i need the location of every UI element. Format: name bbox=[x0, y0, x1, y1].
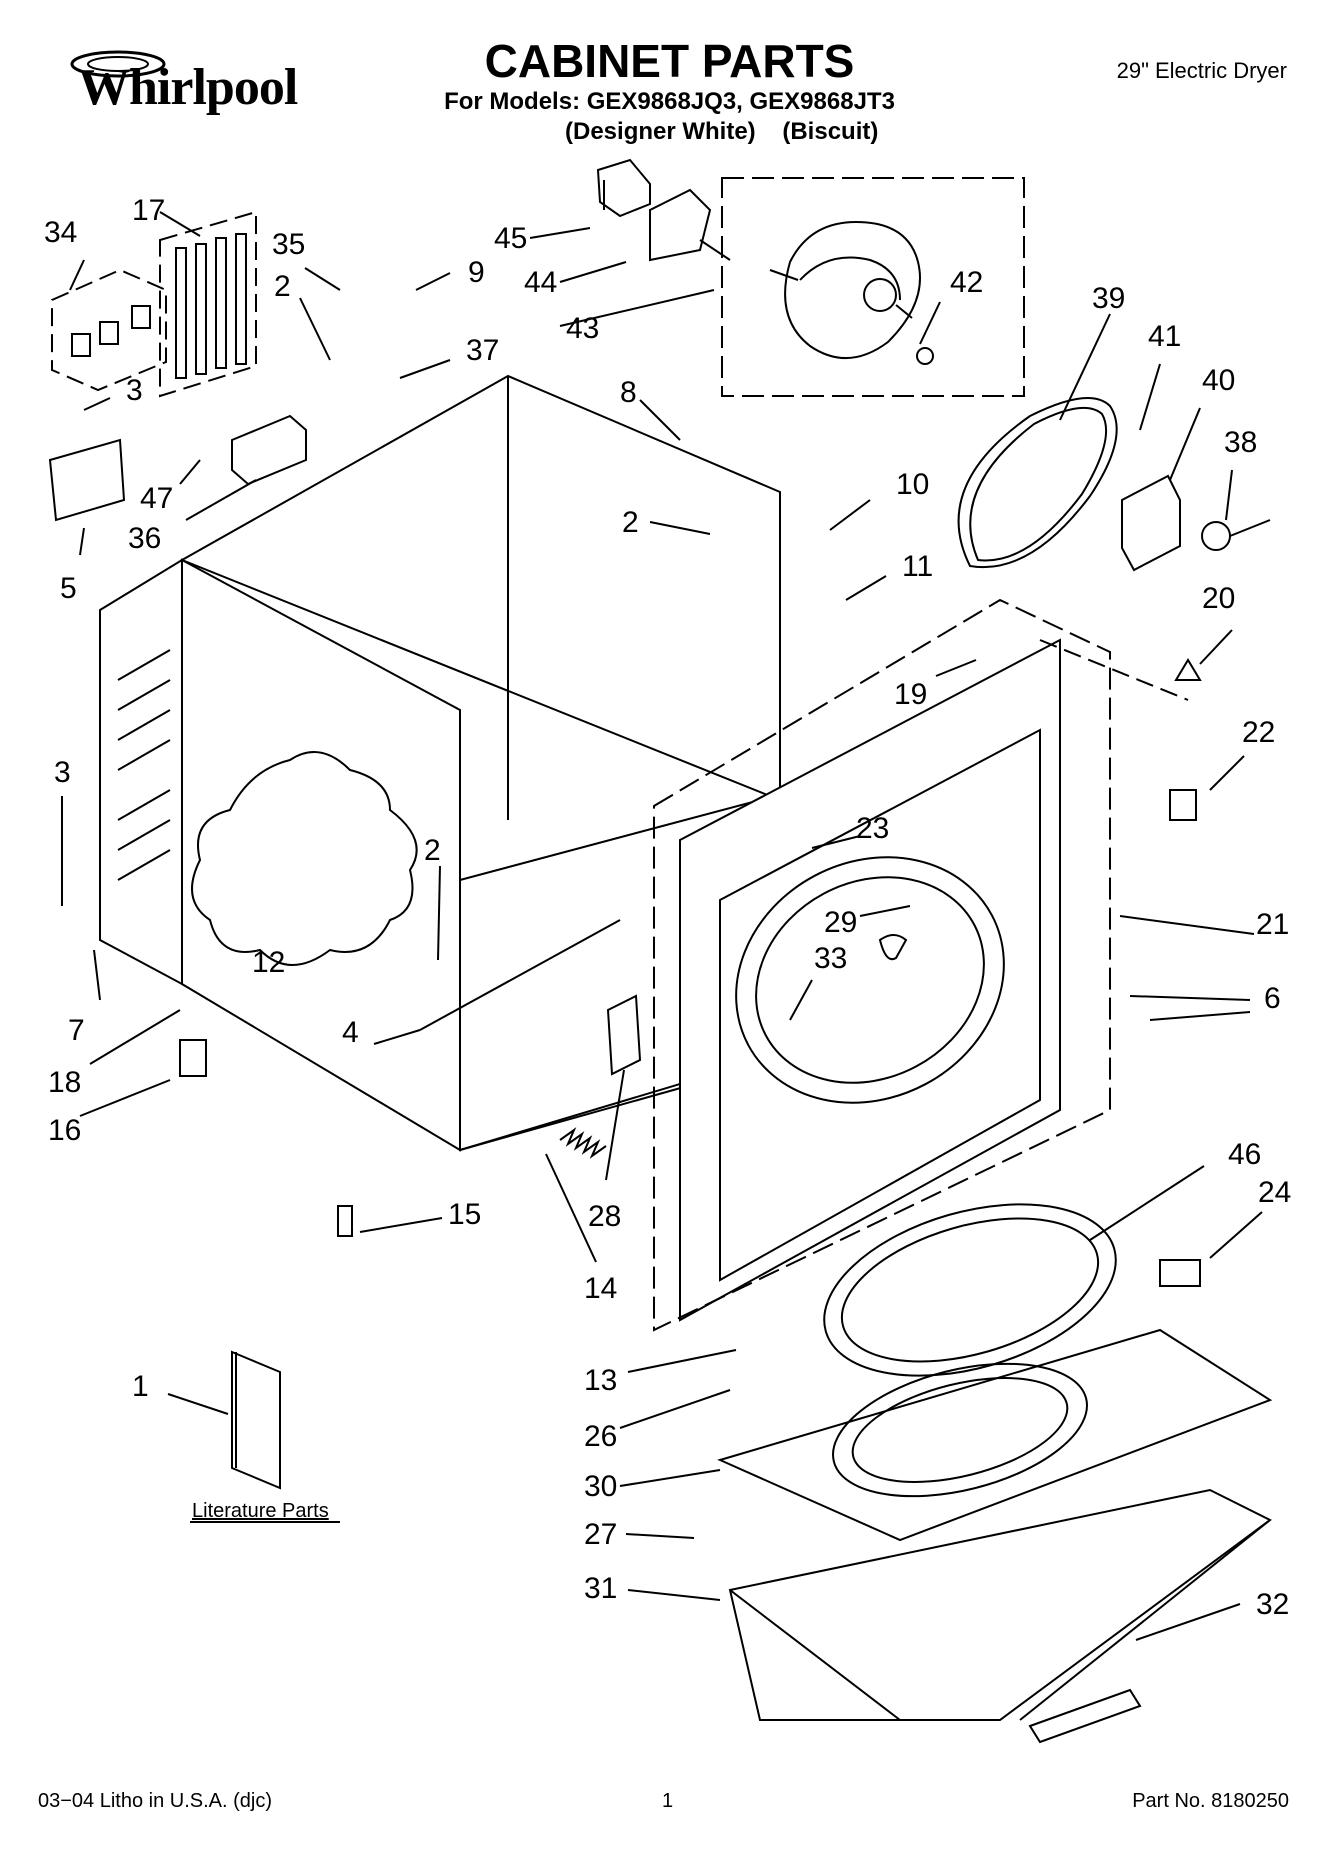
callout-26: 26 bbox=[584, 1420, 618, 1453]
product-type: 29" Electric Dryer bbox=[1116, 58, 1287, 83]
callout-24: 24 bbox=[1258, 1176, 1292, 1209]
model-list: For Models: GEX9868JQ3, GEX9868JT3 bbox=[444, 88, 895, 115]
callout-41: 41 bbox=[1148, 320, 1182, 353]
callout-5: 5 bbox=[60, 572, 77, 605]
callout-45: 45 bbox=[494, 222, 528, 255]
callout-43: 43 bbox=[566, 312, 600, 345]
callout-44: 44 bbox=[524, 266, 558, 299]
callout-2c: 2 bbox=[424, 834, 441, 867]
callout-40: 40 bbox=[1202, 364, 1236, 397]
footer-print-info: 03−04 Litho in U.S.A. (djc) bbox=[38, 1790, 273, 1812]
callout-35: 35 bbox=[272, 228, 306, 261]
callout-3: 3 bbox=[126, 374, 143, 407]
callout-18: 18 bbox=[48, 1066, 82, 1099]
callout-14: 14 bbox=[584, 1272, 618, 1305]
callout-21: 21 bbox=[1256, 908, 1290, 941]
callout-34: 34 bbox=[44, 216, 78, 249]
footer-page-number: 1 bbox=[662, 1790, 674, 1812]
callout-23: 23 bbox=[856, 812, 890, 845]
callout-1: 1 bbox=[132, 1370, 149, 1403]
page-title: CABINET PARTS bbox=[484, 35, 855, 87]
callout-9: 9 bbox=[468, 256, 485, 289]
callout-3b: 3 bbox=[54, 756, 71, 789]
callout-15: 15 bbox=[448, 1198, 482, 1231]
callout-30: 30 bbox=[584, 1470, 618, 1503]
callout-2: 2 bbox=[274, 270, 291, 303]
callout-29: 29 bbox=[824, 906, 858, 939]
callout-27: 27 bbox=[584, 1518, 618, 1551]
callout-37: 37 bbox=[466, 334, 500, 367]
callout-4: 4 bbox=[342, 1016, 359, 1049]
callout-32: 32 bbox=[1256, 1588, 1290, 1621]
callout-39: 39 bbox=[1092, 282, 1126, 315]
callout-46: 46 bbox=[1228, 1138, 1262, 1171]
color-variants: (Designer White) (Biscuit) bbox=[565, 118, 879, 145]
callout-16: 16 bbox=[48, 1114, 82, 1147]
callout-17: 17 bbox=[132, 194, 166, 227]
callout-12: 12 bbox=[252, 946, 286, 979]
callout-42: 42 bbox=[950, 266, 984, 299]
callout-8: 8 bbox=[620, 376, 637, 409]
callout-2b: 2 bbox=[622, 506, 639, 539]
literature-parts-label: Literature Parts bbox=[192, 1500, 329, 1522]
callout-47: 47 bbox=[140, 482, 174, 515]
callout-33: 33 bbox=[814, 942, 848, 975]
callout-13: 13 bbox=[584, 1364, 618, 1397]
callout-20: 20 bbox=[1202, 582, 1236, 615]
footer-part-number: Part No. 8180250 bbox=[1132, 1790, 1289, 1812]
callout-19: 19 bbox=[894, 678, 928, 711]
brand-logo: Whirlpool bbox=[78, 59, 298, 116]
callout-11: 11 bbox=[902, 550, 934, 583]
callout-22: 22 bbox=[1242, 716, 1276, 749]
callout-38: 38 bbox=[1224, 426, 1258, 459]
callout-28: 28 bbox=[588, 1200, 622, 1233]
callout-6: 6 bbox=[1264, 982, 1281, 1015]
callout-10: 10 bbox=[896, 468, 930, 501]
callout-36: 36 bbox=[128, 522, 162, 555]
callout-31: 31 bbox=[584, 1572, 618, 1605]
callout-7: 7 bbox=[68, 1014, 85, 1047]
